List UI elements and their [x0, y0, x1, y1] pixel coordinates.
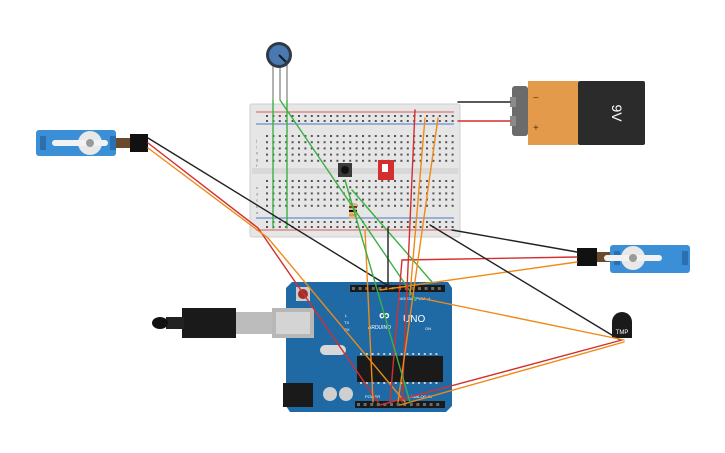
wire-servo-left-orange: [147, 147, 406, 403]
arduino-model-label: UNO: [403, 314, 425, 325]
breadboard-row-letter: j: [255, 138, 257, 143]
wire-resistor-orange: [364, 229, 374, 403]
breadboard-row-letter: h: [256, 151, 258, 156]
slide-switch[interactable]: [378, 160, 394, 180]
wire-button-green: [351, 189, 433, 283]
temperature-sensor[interactable]: TMP: [612, 312, 632, 338]
wire-sensor-orange: [419, 297, 625, 341]
breadboard-row-letter: e: [256, 185, 259, 190]
battery-plus-label: +: [533, 123, 539, 134]
wire-servo-right-black: [451, 229, 578, 253]
battery-minus-label: −: [533, 93, 539, 104]
wire-servo-left-black: [147, 137, 396, 291]
battery-9v[interactable]: − + 9V: [510, 81, 645, 145]
breadboard-row-letter: d: [256, 191, 258, 196]
breadboard-row-letter: b: [256, 204, 259, 209]
wire-servo-left-red: [147, 142, 379, 403]
wire-servo-right-red: [389, 256, 578, 403]
sensor-label: TMP: [616, 330, 629, 336]
arduino-led-tx: TX: [344, 320, 349, 325]
servo-left[interactable]: [36, 130, 148, 156]
arduino-analog-pins: [357, 403, 440, 406]
arduino-led-rx: RX: [344, 327, 350, 332]
breadboard-row-letter: f: [256, 163, 258, 168]
push-button[interactable]: [338, 163, 352, 177]
arduino-analog-header-label: ANALOG IN: [410, 394, 432, 399]
wire-sensor-black: [429, 224, 621, 341]
wire-sensor-orange-2: [399, 341, 625, 406]
wire-pot-mid: [279, 99, 417, 301]
arduino-led-l: L: [345, 313, 348, 318]
wire-switch-orange: [409, 117, 426, 296]
wires: [147, 99, 625, 406]
wire-servo-right-orange: [379, 261, 578, 291]
battery-voltage-label: 9V: [609, 104, 625, 122]
arduino-on-label: ON: [425, 326, 431, 331]
breadboard-row-letter: a: [256, 210, 259, 215]
breadboard-row-letter: i: [256, 144, 257, 149]
arduino-logo-text: ARDUINO: [368, 325, 391, 331]
wire-sensor-red: [379, 339, 623, 406]
wire-green-analog: [344, 179, 411, 403]
servo-right[interactable]: [577, 245, 690, 273]
breadboard-row-letter: g: [256, 157, 258, 162]
breadboard-row-letter: c: [256, 198, 258, 203]
wire-switch-orange-2: [397, 117, 439, 403]
potentiometer[interactable]: [266, 42, 292, 100]
usb-cable[interactable]: [152, 308, 272, 338]
